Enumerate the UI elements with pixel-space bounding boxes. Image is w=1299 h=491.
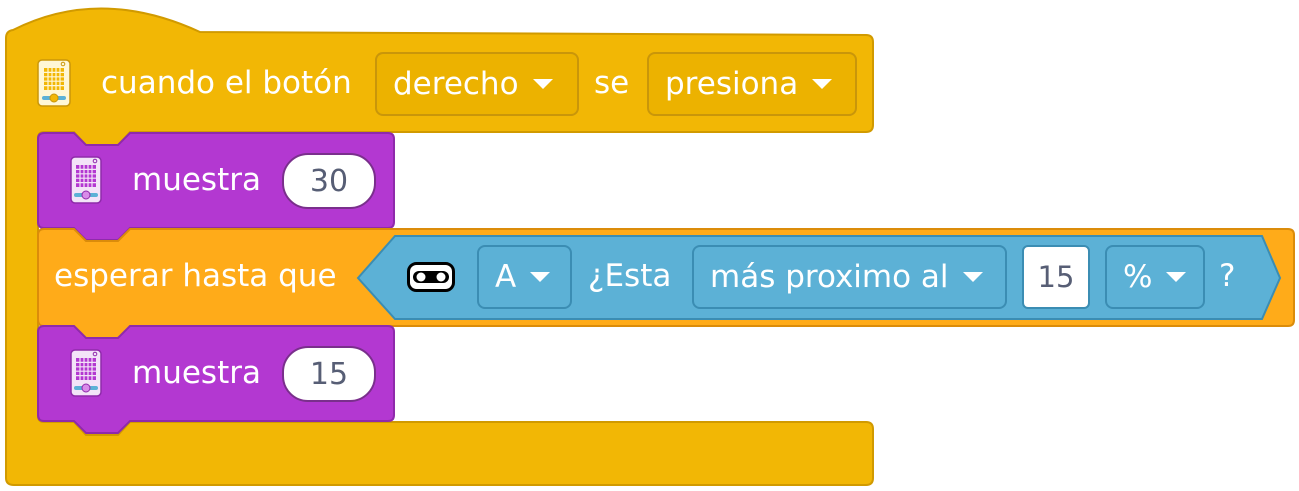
button-dropdown[interactable]: derecho [375,52,579,116]
hub-display-icon [70,349,102,397]
distance-value: 15 [1037,260,1075,294]
display-2-label: muestra [132,355,261,391]
unit-dropdown-value: % [1123,259,1153,295]
hub-icon [37,59,71,107]
display-2-value: 15 [309,356,349,392]
condition-label-end: ? [1219,258,1236,294]
unit-dropdown[interactable]: % [1105,245,1205,309]
comparison-dropdown[interactable]: más proximo al [692,245,1007,309]
display-1-value: 30 [309,163,349,199]
condition-label-question: ¿Esta [588,258,672,294]
chevron-down-icon [962,272,983,282]
chevron-down-icon [812,79,833,89]
port-dropdown[interactable]: A [477,245,572,309]
chevron-down-icon [1166,272,1187,282]
display-1-value-input[interactable]: 30 [282,153,376,209]
action-dropdown-value: presiona [665,66,799,102]
comparison-dropdown-value: más proximo al [710,259,949,295]
distance-sensor-icon [407,262,455,292]
hat-label-middle: se [594,65,630,101]
action-dropdown[interactable]: presiona [647,52,857,116]
distance-value-input[interactable]: 15 [1022,245,1090,309]
chevron-down-icon [532,79,553,89]
port-dropdown-value: A [495,259,517,295]
display-1-label: muestra [132,162,261,198]
hat-label-before: cuando el botón [101,65,352,101]
wait-label: esperar hasta que [54,258,337,294]
button-dropdown-value: derecho [393,66,519,102]
hub-display-icon [70,156,102,204]
chevron-down-icon [530,272,551,282]
display-2-value-input[interactable]: 15 [282,346,376,402]
